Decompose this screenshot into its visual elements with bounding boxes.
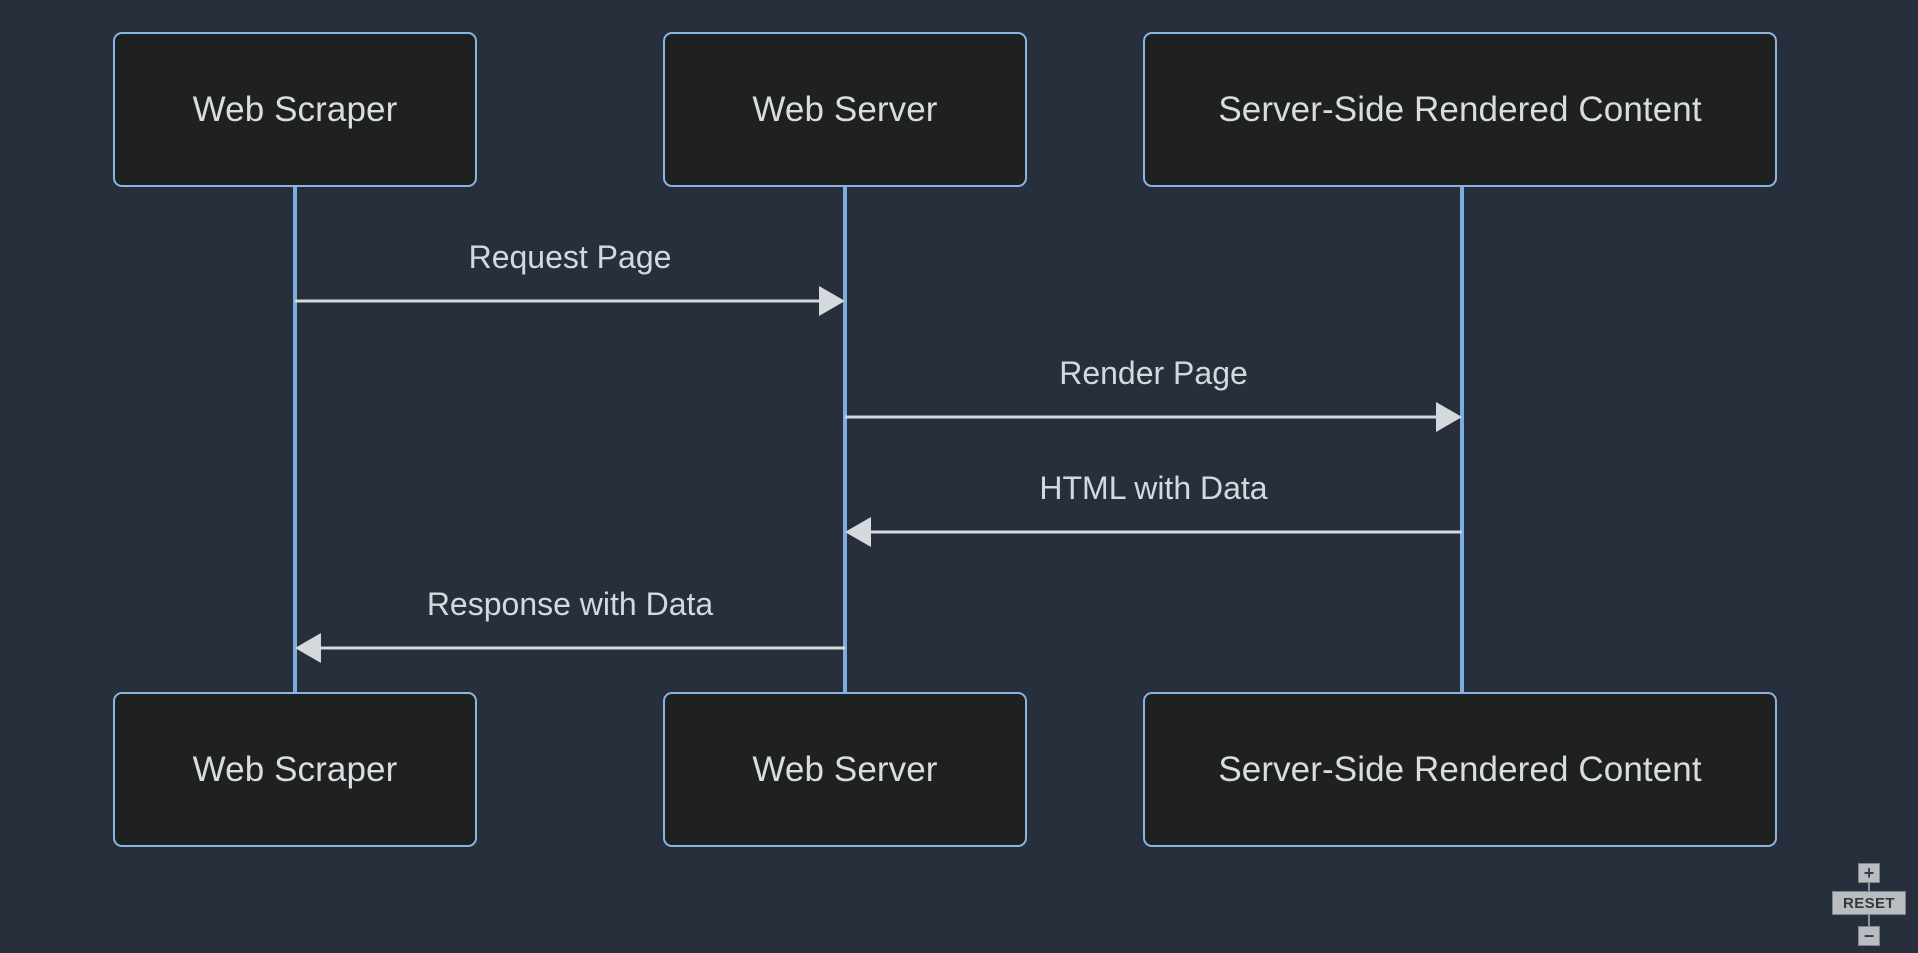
zoom-in-button[interactable]: +	[1858, 863, 1880, 883]
participant-label: Web Scraper	[192, 89, 398, 129]
zoom-out-button[interactable]: −	[1858, 926, 1880, 946]
minus-icon: −	[1863, 926, 1875, 946]
zoom-controls: + RESET −	[1832, 863, 1910, 949]
zoom-controls-connector-bottom	[1868, 914, 1870, 927]
message-label-render-page: Render Page	[1059, 355, 1248, 391]
arrowhead	[819, 286, 845, 316]
zoom-reset-label: RESET	[1842, 894, 1895, 912]
participant-box-web-server-bottom[interactable]: Web Server	[663, 692, 1027, 847]
message-label-request-page: Request Page	[468, 239, 672, 275]
participant-label: Web Server	[752, 749, 938, 789]
participant-box-web-scraper-bottom[interactable]: Web Scraper	[113, 692, 477, 847]
plus-icon: +	[1863, 863, 1875, 883]
arrowhead	[295, 633, 321, 663]
participant-box-ssr-content-bottom[interactable]: Server-Side Rendered Content	[1143, 692, 1777, 847]
message-arrow-4	[295, 633, 845, 663]
message-arrow-1	[295, 286, 845, 316]
participant-label: Web Scraper	[192, 749, 398, 789]
participant-box-web-server-top[interactable]: Web Server	[663, 32, 1027, 187]
participant-label: Web Server	[752, 89, 938, 129]
participant-box-ssr-content-top[interactable]: Server-Side Rendered Content	[1143, 32, 1777, 187]
message-label-html-with-data: HTML with Data	[1039, 470, 1268, 506]
participant-box-web-scraper-top[interactable]: Web Scraper	[113, 32, 477, 187]
arrowhead	[845, 517, 871, 547]
zoom-controls-connector-top	[1868, 882, 1870, 893]
message-arrow-3	[845, 517, 1462, 547]
message-arrow-2	[845, 402, 1462, 432]
arrowhead	[1436, 402, 1462, 432]
participant-label: Server-Side Rendered Content	[1218, 749, 1702, 789]
participant-label: Server-Side Rendered Content	[1218, 89, 1702, 129]
message-label-response-with-data: Response with Data	[426, 586, 714, 622]
zoom-reset-button[interactable]: RESET	[1832, 891, 1906, 915]
